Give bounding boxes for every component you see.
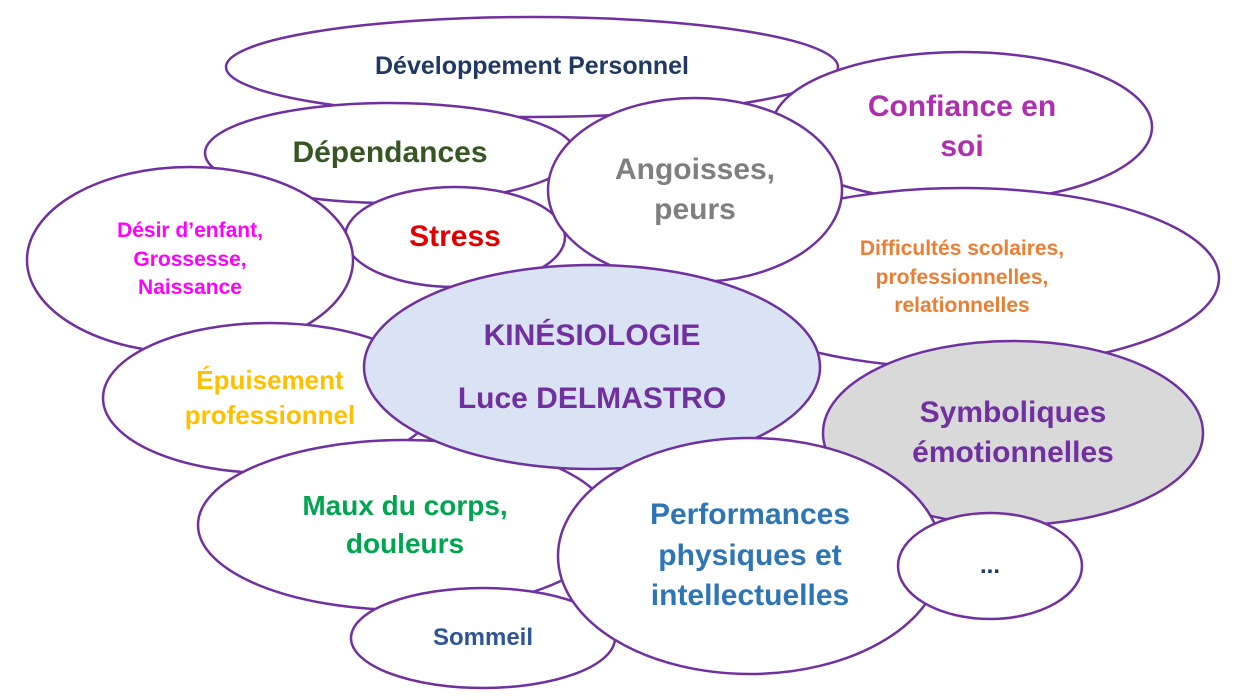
bubble-ellipsis xyxy=(896,511,1084,621)
label-developpement-personnel: Développement Personnel xyxy=(375,52,689,81)
label-angoisses-peurs: Angoisses, peurs xyxy=(614,152,776,227)
label-kinesiologie: KINÉSIOLOGIE Luce DELMASTRO xyxy=(457,319,727,415)
label-ellipsis: ... xyxy=(979,551,1000,579)
label-desir-enfant: Désir d’enfant, Grossesse, Naissance xyxy=(117,219,263,300)
label-stress: Stress xyxy=(409,219,501,253)
label-confiance-en-soi: Confiance en soi xyxy=(867,89,1057,164)
label-symboliques: Symboliques émotionnelles xyxy=(912,395,1114,470)
bubble-developpement-personnel xyxy=(224,15,840,119)
bubble-kinesiologie xyxy=(362,263,822,471)
label-difficultes: Difficultés scolaires, professionnelles,… xyxy=(859,237,1065,318)
label-sommeil: Sommeil xyxy=(432,623,534,651)
label-epuisement: Épuisement professionnel xyxy=(184,364,356,430)
label-dependances: Dépendances xyxy=(292,135,488,169)
label-performances: Performances physiques et intellectuelle… xyxy=(649,498,851,613)
label-maux-du-corps: Maux du corps, douleurs xyxy=(302,490,508,559)
